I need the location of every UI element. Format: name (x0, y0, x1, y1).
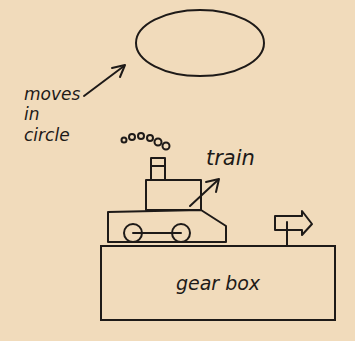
arrow-head (112, 65, 125, 77)
part-name: train (206, 146, 286, 171)
leader-arrow (84, 66, 124, 96)
chimney-band (151, 165, 165, 167)
smoke-puff (155, 139, 162, 146)
smoke-puff (122, 138, 127, 143)
gear-box: gear box (100, 245, 336, 321)
arrow-head (206, 179, 219, 192)
leader-arrow (190, 180, 218, 206)
train-chimney (151, 158, 165, 180)
wheel-rod (133, 232, 181, 234)
train-body (108, 210, 226, 242)
smoke-puff (163, 143, 170, 150)
smoke-puff (129, 134, 135, 140)
note-text: moves in circle (24, 84, 86, 145)
smoke-puff (147, 135, 153, 141)
smoke-puff (138, 133, 144, 139)
box-label: gear box (176, 272, 260, 294)
sign-post (286, 222, 288, 246)
circle-path-oval (136, 10, 264, 76)
sign-arrow (275, 211, 312, 235)
train-cab (146, 180, 201, 210)
